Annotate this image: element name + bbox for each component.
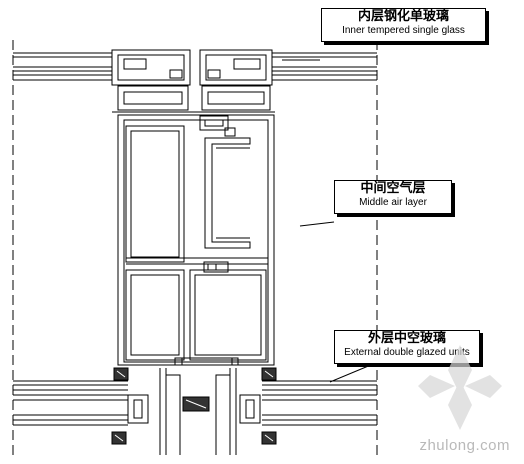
leader-outer <box>329 361 379 383</box>
inner-bead-right <box>199 49 273 86</box>
inner-bead-left <box>111 49 191 86</box>
mullion-profile <box>117 114 275 366</box>
watermark-text: zhulong.com <box>419 437 510 454</box>
label-outer-en: External double glazed units <box>344 347 470 358</box>
connector-top <box>199 115 236 137</box>
mullion-head <box>159 357 239 455</box>
label-middle-en: Middle air layer <box>359 197 427 208</box>
connector-middle <box>203 261 229 273</box>
outer-glass-right <box>239 380 377 426</box>
label-middle-zh: 中间空气层 <box>360 181 426 196</box>
inner-glass-right <box>272 52 377 81</box>
inner-clip-left <box>117 85 189 111</box>
label-middle-air: 中间空气层 Middle air layer <box>334 180 452 214</box>
inner-glass-left <box>13 52 112 81</box>
label-outer-zh: 外层中空玻璃 <box>367 331 446 346</box>
label-outer-glass: 外层中空玻璃 External double glazed units <box>334 330 480 364</box>
label-inner-en: Inner tempered single glass <box>342 25 465 36</box>
label-inner-glass: 内层钢化单玻璃 Inner tempered single glass <box>321 8 486 42</box>
label-inner-zh: 内层钢化单玻璃 <box>357 9 449 24</box>
inner-clip-right <box>201 85 271 111</box>
seals <box>111 367 277 445</box>
leader-middle <box>299 221 335 227</box>
outer-glass-left <box>13 380 149 426</box>
